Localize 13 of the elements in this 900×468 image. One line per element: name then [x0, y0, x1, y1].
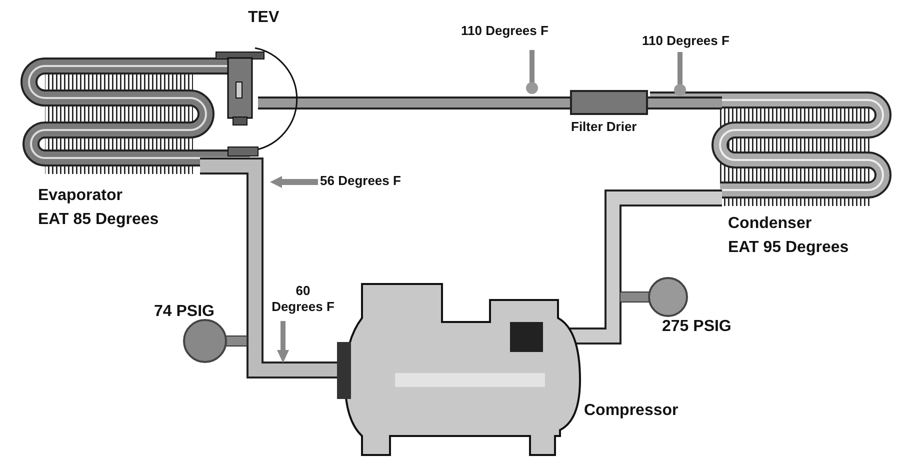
component-label: Condenser [728, 214, 812, 234]
pressure-label: 275 PSIG [662, 317, 732, 336]
air-temperature-label: EAT 95 Degrees [728, 238, 849, 258]
component-label: Evaporator [38, 186, 122, 206]
component-label: TEV [248, 8, 280, 28]
component-label: Filter Drier [571, 119, 637, 135]
pressure-label: 74 PSIG [154, 302, 214, 322]
temperature-label: 110 Degrees F [642, 33, 730, 49]
temperature-label: 56 Degrees F [320, 173, 401, 189]
temperature-label: 110 Degrees F [461, 23, 548, 39]
temperature-label: 60 Degrees F [270, 283, 336, 314]
air-temperature-label: EAT 85 Degrees [38, 210, 159, 230]
component-label: Compressor [584, 401, 678, 420]
